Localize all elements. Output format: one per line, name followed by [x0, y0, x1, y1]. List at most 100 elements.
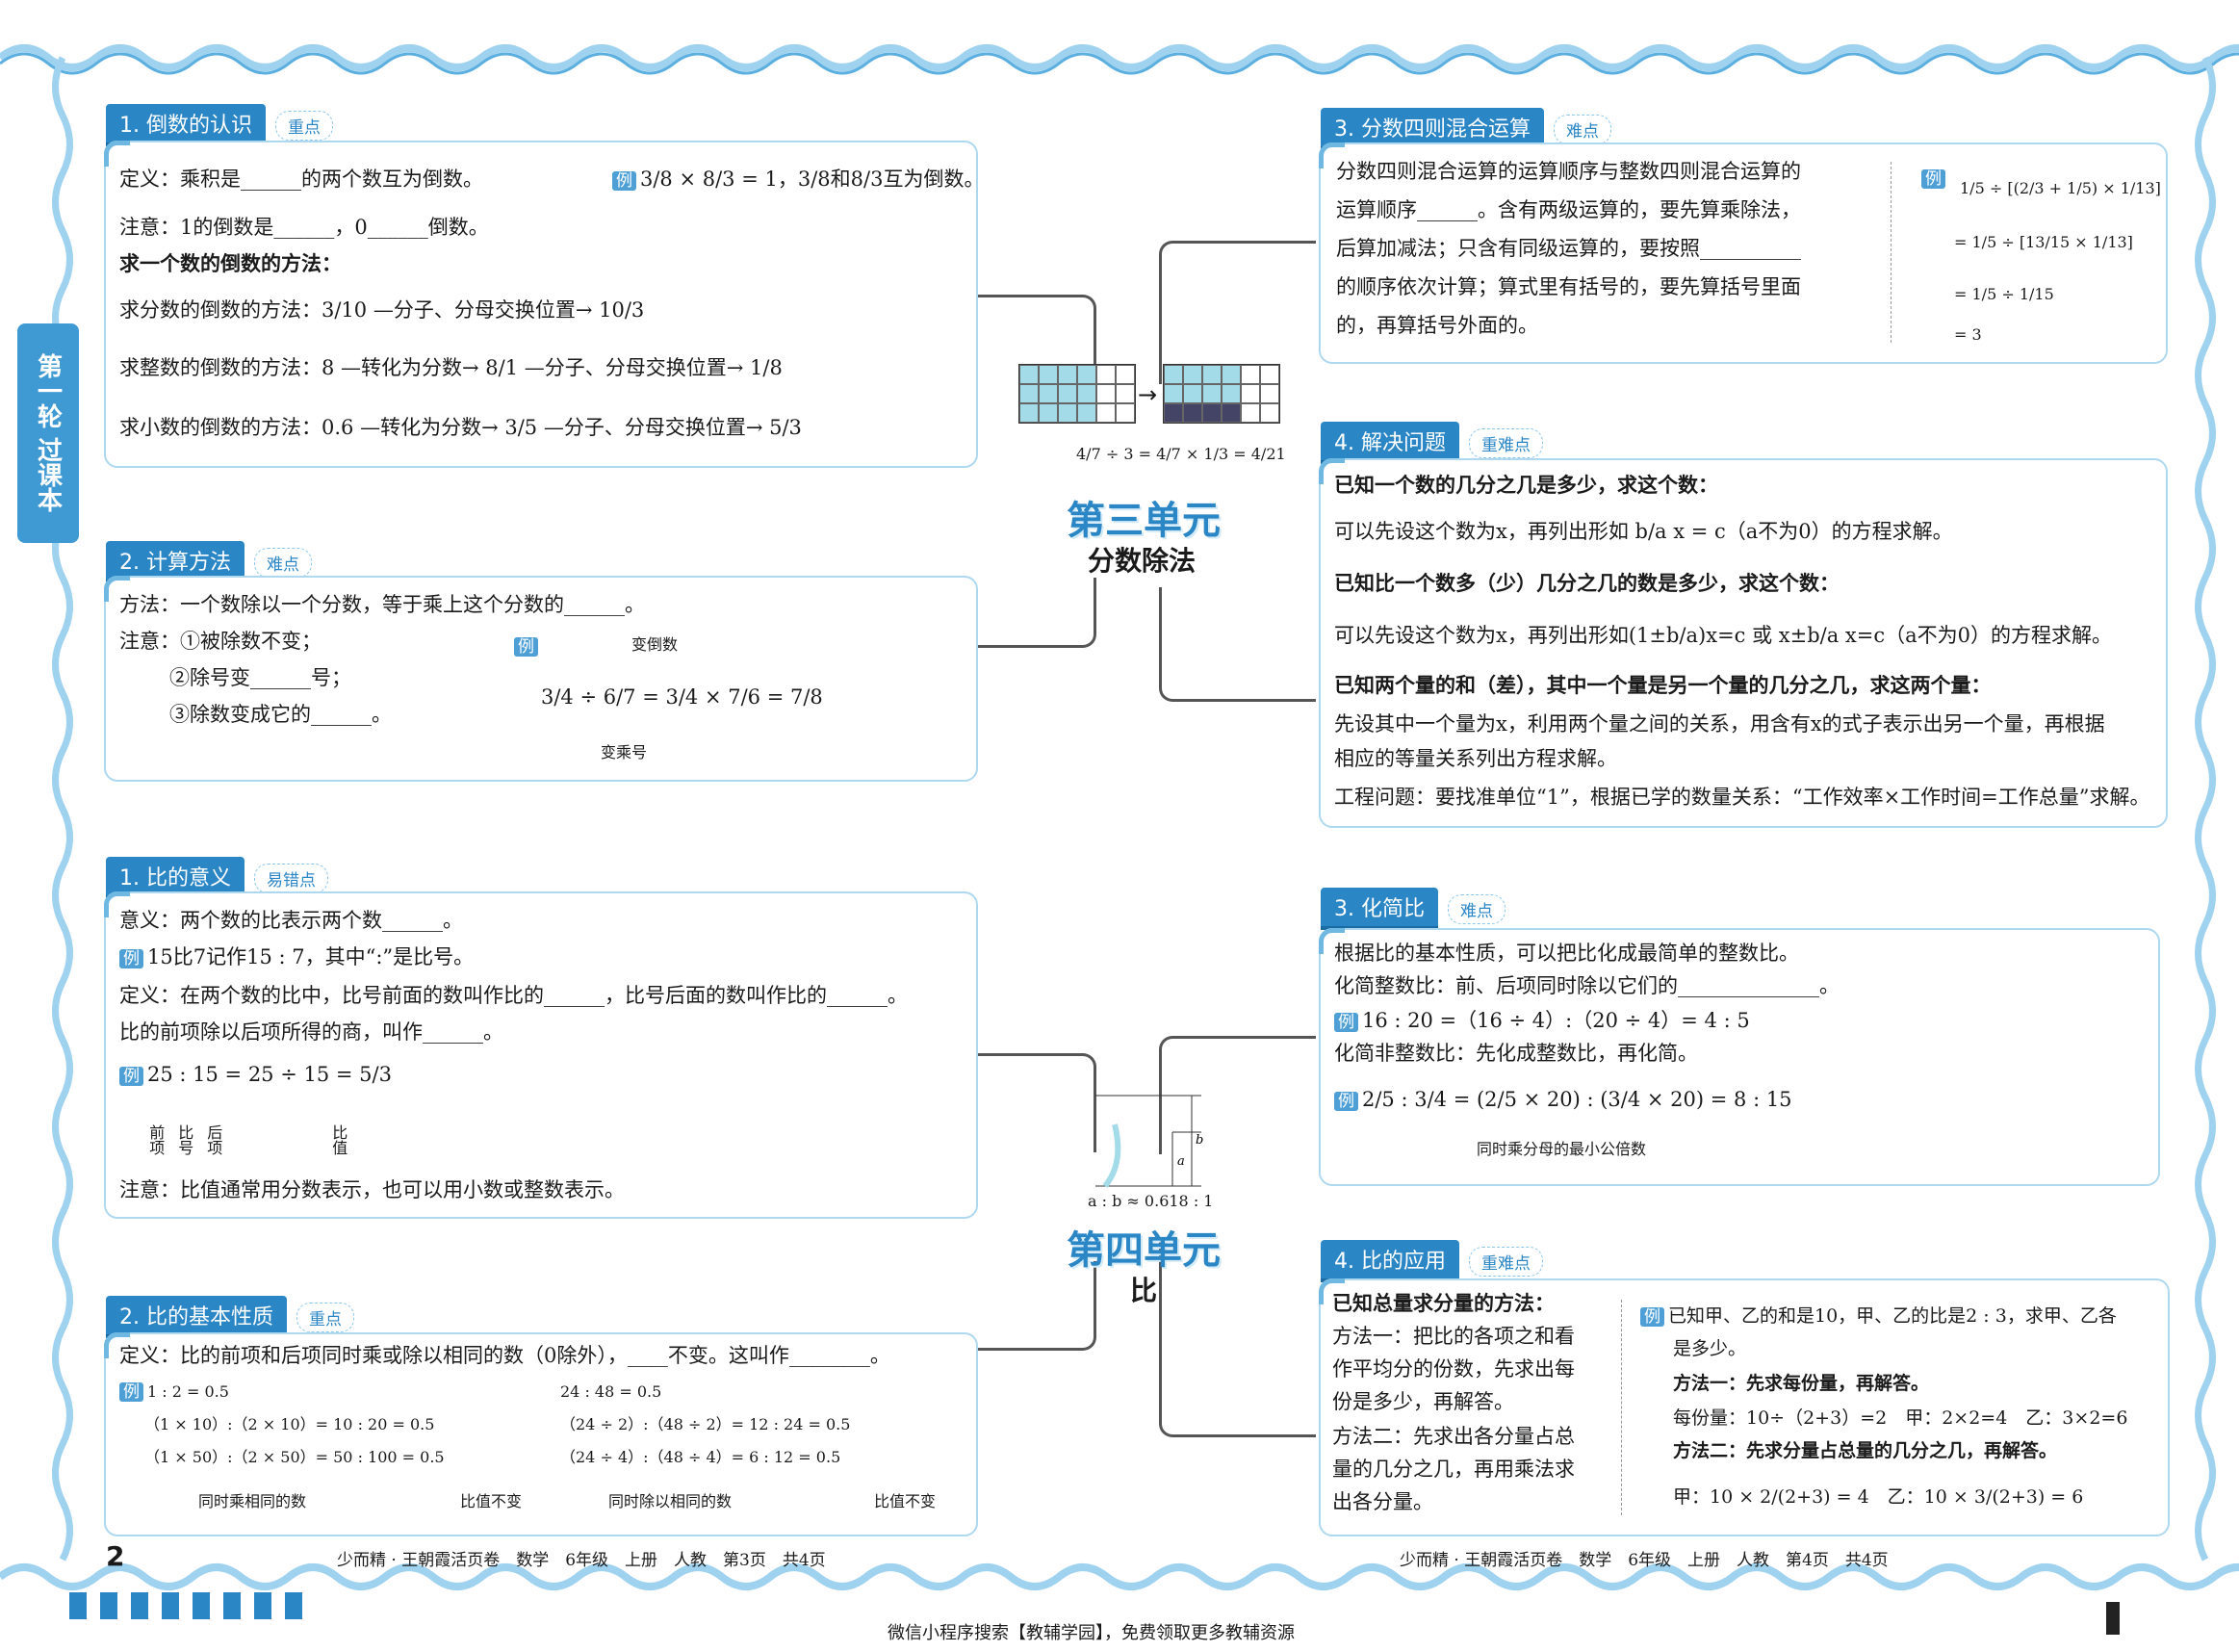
- section-tag: 4. 比的应用: [1321, 1240, 1459, 1282]
- level-badge: 重难点: [1468, 1246, 1543, 1277]
- golden-ratio-diagram: a b: [1095, 1095, 1203, 1188]
- application-method2-a: 方法二：先求出各分量占总: [1332, 1425, 1575, 1448]
- ratio-definition-2: 比的前项除以后项所得的商，叫作______。: [119, 1020, 503, 1044]
- ratio-property-b1: （24 ÷ 2）:（48 ÷ 2）= 12 : 24 = 0.5: [560, 1415, 851, 1433]
- ratio-property-b-caption-1: 同时除以相同的数: [608, 1492, 733, 1510]
- sidebar-tab-first-round: 第一轮 过课本: [17, 323, 79, 543]
- section-mixed-ops: [1319, 142, 2168, 364]
- bottom-wave-border: [0, 1563, 2239, 1590]
- application-method2-c: 出各分量。: [1332, 1490, 1433, 1513]
- ratio-label-back: 后项: [204, 1124, 223, 1155]
- simplify-line-2: 化简整数比：前、后项同时除以它们的______________。: [1334, 974, 1840, 997]
- application-method2-b: 量的几分之几，再用乘法求: [1332, 1458, 1575, 1481]
- unit3-subtitle: 分数除法: [1088, 545, 1197, 577]
- unit4-subtitle: 比: [1130, 1275, 1158, 1306]
- level-badge: 重难点: [1468, 427, 1543, 458]
- footer-dark-mark: [2106, 1602, 2120, 1635]
- problem-text-3a: 先设其中一个量为x，利用两个量之间的关系，用含有x的式子表示出另一个量，再根据: [1334, 712, 2105, 736]
- connector-s2: [974, 578, 1096, 648]
- problem-heading-1: 已知一个数的几分之几是多少，求这个数：: [1334, 474, 1718, 497]
- problem-heading-3: 已知两个量的和（差），其中一个量是另一个量的几分之几，求这两个量：: [1334, 674, 1992, 697]
- application-heading: 已知总量求分量的方法：: [1332, 1292, 1555, 1315]
- connector-s8: [1159, 1242, 1316, 1437]
- fraction-grid-right: [1163, 364, 1280, 424]
- reciprocal-method-title: 求一个数的倒数的方法：: [119, 252, 342, 275]
- example-badge: 例: [612, 171, 636, 192]
- section-simplify-ratio: [1319, 928, 2160, 1186]
- calc-note-3: ③除数变成它的______。: [169, 703, 392, 726]
- fraction-grid-left: [1018, 364, 1136, 424]
- calc-example-bottom-label: 变乘号: [601, 743, 648, 761]
- level-badge: 重点: [296, 1302, 354, 1332]
- calc-method-text: 方法：一个数除以一个分数，等于乘上这个分数的______。: [119, 593, 645, 616]
- level-badge: 难点: [253, 547, 312, 578]
- ratio-label-value: 比值: [329, 1124, 348, 1155]
- level-badge: 难点: [1447, 893, 1506, 924]
- section-ratio-application: [1319, 1278, 2170, 1536]
- unit3-formula: 4/7 ÷ 3 = 4/7 × 1/3 = 4/21: [1076, 445, 1286, 463]
- application-answer-2: 每份量：10÷（2+3）=2 甲：2×2=4 乙：3×2=6: [1673, 1407, 2128, 1429]
- level-badge: 难点: [1553, 114, 1611, 144]
- section-problem-solving: [1319, 458, 2168, 828]
- problem-text-2: 可以先设这个数为x，再列出形如(1±b/a)x=c 或 x±b/a x=c（a不…: [1334, 624, 2113, 647]
- section-calc-method: [104, 576, 978, 782]
- application-method1-c: 份是多少，再解答。: [1332, 1390, 1514, 1413]
- level-badge: 重点: [274, 110, 333, 141]
- mixed-ops-example-3: = 1/5 ÷ 1/15: [1954, 285, 2054, 303]
- section-header-ratio-application: 4. 比的应用 重难点: [1321, 1240, 1543, 1282]
- ratio-property-a1: （1 × 10）:（2 × 10）= 10 : 20 = 0.5: [144, 1415, 435, 1433]
- mixed-ops-example-4: = 3: [1954, 325, 1982, 344]
- section-header-reciprocal: 1. 倒数的认识 重点: [106, 104, 333, 146]
- mixed-ops-divider: [1891, 162, 1892, 343]
- svg-text:b: b: [1196, 1133, 1203, 1148]
- ratio-property-a-caption-2: 比值不变: [460, 1492, 523, 1510]
- application-question-2: 是多少。: [1673, 1338, 1747, 1359]
- unit4-title: 第四单元: [1067, 1228, 1221, 1273]
- simplify-line-1: 根据比的基本性质，可以把比化成最简单的整数比。: [1334, 942, 1799, 965]
- calc-example-top-label: 变倒数: [631, 635, 679, 654]
- connector-s6: [974, 1261, 1096, 1351]
- connector-s4: [1159, 587, 1316, 702]
- section-ratio-meaning: [104, 891, 978, 1219]
- footer-stripes: [69, 1592, 310, 1619]
- section-tag: 3. 化简比: [1321, 888, 1438, 930]
- mixed-ops-example-2: = 1/5 ÷ [13/15 × 1/13]: [1954, 233, 2133, 251]
- application-answer-1: 方法一：先求每份量，再解答。: [1673, 1373, 1930, 1394]
- footer-left: 少而精 · 王朝霞活页卷 数学 6年级 上册 人教 第3页 共4页: [337, 1551, 826, 1570]
- ratio-definition: 定义：在两个数的比中，比号前面的数叫作比的______，比号后面的数叫作比的__…: [119, 984, 908, 1007]
- footer-wechat-note: 微信小程序搜索【教辅学园】，免费领取更多教辅资源: [888, 1623, 1295, 1643]
- right-wave-border: [2195, 56, 2216, 1562]
- problem-heading-2: 已知比一个数多（少）几分之几的数是多少，求这个数：: [1334, 572, 1840, 595]
- ratio-meaning-text: 意义：两个数的比表示两个数______。: [119, 909, 463, 932]
- ratio-note: 注意：比值通常用分数表示，也可以用小数或整数表示。: [119, 1178, 625, 1201]
- mixed-ops-line-3: 后算加减法；只含有同级运算的，要按照__________: [1336, 237, 1801, 260]
- application-answer-4: 甲：10 × 2/(2+3) = 4 乙：10 × 3/(2+3) = 6: [1673, 1486, 2084, 1508]
- ratio-property-b2: （24 ÷ 4）:（48 ÷ 4）= 6 : 12 = 0.5: [560, 1448, 841, 1466]
- ratio-property-b-caption-2: 比值不变: [874, 1492, 937, 1510]
- problem-text-1: 可以先设这个数为x，再列出形如 b/a x = c（a不为0）的方程求解。: [1334, 520, 1953, 543]
- reciprocal-definition: 定义：乘积是______的两个数互为倒数。: [119, 168, 483, 191]
- section-ratio-property: [104, 1332, 978, 1536]
- section-header-simplify-ratio: 3. 化简比 难点: [1321, 888, 1506, 930]
- connector-s5: [974, 1053, 1096, 1152]
- page-number: 2: [106, 1540, 125, 1572]
- section-tag: 1. 倒数的认识: [106, 104, 266, 146]
- mixed-ops-line-5: 的，再算括号外面的。: [1336, 314, 1538, 337]
- mixed-ops-line-2: 运算顺序______。含有两级运算的，要先算乘除法，: [1336, 198, 1801, 221]
- simplify-caption: 同时乘分母的最小公倍数: [1477, 1140, 1647, 1158]
- arrow-icon: →: [1138, 381, 1158, 408]
- simplify-line-3: 化简非整数比：先化成整数比，再化简。: [1334, 1042, 1698, 1065]
- connector-s3: [1159, 241, 1316, 384]
- application-divider: [1621, 1300, 1622, 1515]
- svg-text:a: a: [1177, 1154, 1185, 1169]
- section-header-problem-solving: 4. 解决问题 重难点: [1321, 422, 1543, 464]
- section-reciprocal: [104, 141, 978, 468]
- connector-s1: [974, 295, 1096, 384]
- application-method1-a: 方法一：把比的各项之和看: [1332, 1325, 1575, 1348]
- top-wave-border: [0, 44, 2239, 75]
- ratio-property-example-b: 24 : 48 = 0.5: [560, 1382, 662, 1401]
